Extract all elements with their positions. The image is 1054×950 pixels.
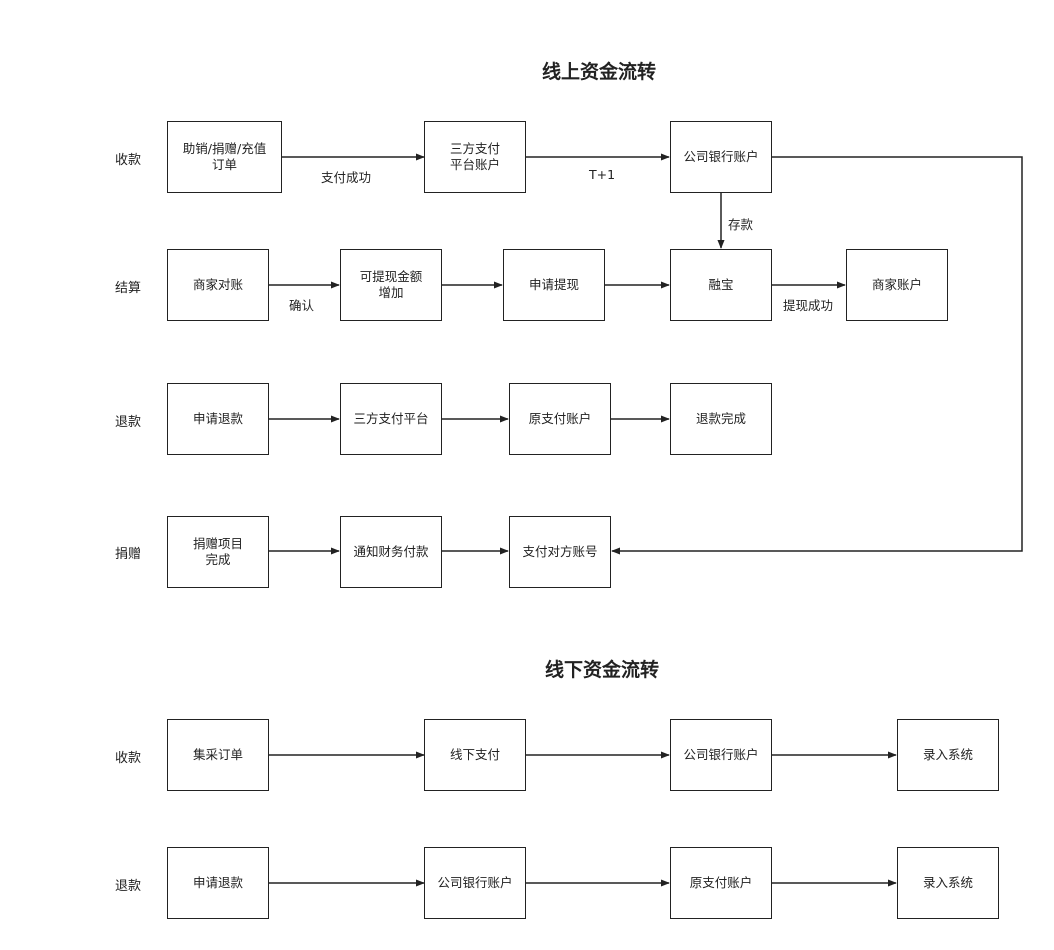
edge-label-withdraw-success: 提现成功 [783,298,834,313]
node-record-system-2: 录入系统 [897,847,999,919]
node-third-party-account: 三方支付 平台账户 [424,121,526,193]
row-label-offline-refund: 退款 [115,879,142,894]
node-withdrawable-increase: 可提现金额 增加 [340,249,442,321]
edge-label-t-plus-1: T+1 [589,167,616,182]
node-record-system-1: 录入系统 [897,719,999,791]
node-company-bank-1: 公司银行账户 [670,121,772,193]
node-rongbao: 融宝 [670,249,772,321]
node-order: 助销/捐赠/充值 订单 [167,121,282,193]
node-group-order: 集采订单 [167,719,269,791]
node-merchant-reconcile: 商家对账 [167,249,269,321]
node-apply-refund-2: 申请退款 [167,847,269,919]
row-label-online-collect: 收款 [115,153,142,168]
node-notify-finance: 通知财务付款 [340,516,442,588]
node-apply-refund-1: 申请退款 [167,383,269,455]
row-label-donate: 捐赠 [115,547,142,562]
node-company-bank-2: 公司银行账户 [670,719,772,791]
node-company-bank-3: 公司银行账户 [424,847,526,919]
node-donation-done: 捐赠项目 完成 [167,516,269,588]
row-label-offline-collect: 收款 [115,751,142,766]
row-label-settle: 结算 [115,281,142,296]
edge-label-pay-success: 支付成功 [321,170,372,185]
node-refund-done: 退款完成 [670,383,772,455]
edge-label-confirm: 确认 [289,298,315,313]
edge-bank-to-pay-counterparty [611,156,1023,555]
node-offline-payment: 线下支付 [424,719,526,791]
node-original-account-2: 原支付账户 [670,847,772,919]
node-merchant-account: 商家账户 [846,249,948,321]
node-pay-counterparty: 支付对方账号 [509,516,611,588]
edge-label-deposit: 存款 [728,217,754,232]
row-label-online-refund: 退款 [115,415,142,430]
title-online: 线上资金流转 [541,61,657,83]
title-offline: 线下资金流转 [544,659,660,681]
node-apply-withdraw: 申请提现 [503,249,605,321]
node-original-account-1: 原支付账户 [509,383,611,455]
node-third-party-platform: 三方支付平台 [340,383,442,455]
